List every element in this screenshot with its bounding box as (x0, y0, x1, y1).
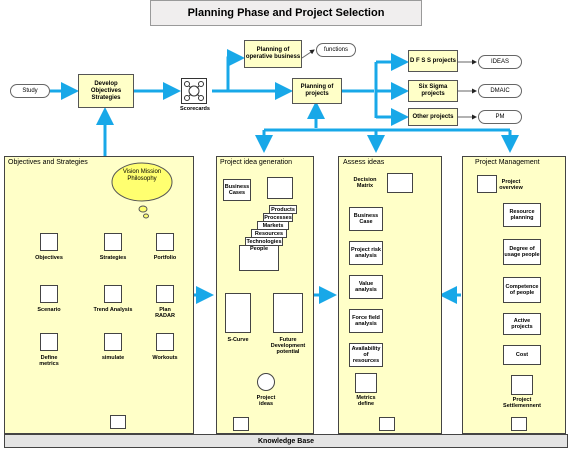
database-icon (511, 417, 527, 431)
other-projects-box: Other projects (408, 108, 458, 126)
objective-item-label: Scenario (37, 307, 61, 313)
scenario-icon (40, 285, 58, 303)
objective-item-label: simulate (101, 355, 125, 361)
matrix-icon (387, 173, 413, 193)
project-management-panel: Project Management Project overview Reso… (462, 156, 566, 434)
scorecards-icon (181, 78, 207, 104)
target-icon (40, 233, 58, 251)
future-label: Future Development potential (270, 337, 306, 355)
objective-item-label: Trend Analysis (93, 307, 133, 313)
s-curve-icon (225, 293, 251, 333)
objective-item-label: Objectives (35, 255, 63, 261)
dfss-box: D F S S projects (408, 50, 458, 72)
assess-item: Project risk analysis (349, 241, 383, 265)
business-cases-box: Business Cases (223, 179, 251, 201)
metrics-define-label: Metrics define (356, 395, 376, 407)
objective-item-label: Define metrics (39, 355, 59, 367)
radar-icon (156, 285, 174, 303)
trend-icon (104, 285, 122, 303)
pm-item: Active projects (503, 313, 541, 335)
stack-card: People (239, 245, 279, 271)
pm-panel-title: Project Management (475, 159, 540, 166)
metrics-define-icon (355, 373, 377, 393)
pm-item: Competence of people (503, 277, 541, 303)
functions-node: functions (316, 43, 356, 57)
ideas-node: IDEAS (478, 55, 522, 69)
thought-cloud-shape (111, 162, 173, 219)
study-node: Study (10, 84, 50, 98)
simulate-icon (104, 333, 122, 351)
workouts-icon (156, 333, 174, 351)
planning-projects-box: Planning of projects (292, 78, 342, 104)
knowledge-base-bar: Knowledge Base (4, 434, 568, 448)
objective-item-label: Portfolio (153, 255, 177, 261)
objectives-panel-title: Objectives and Strategies (8, 159, 88, 166)
database-icon (233, 417, 249, 431)
develop-objectives-box: Develop Objectives Strategies (78, 74, 134, 108)
objectives-panel: Objectives and Strategies Vision Mission… (4, 156, 194, 434)
objective-item-label: Strategies (99, 255, 127, 261)
lightbulb-icon (257, 373, 275, 391)
assess-item: Availability of resources (349, 343, 383, 367)
database-icon (379, 417, 395, 431)
idea-panel-title: Project idea generation (220, 159, 292, 166)
assess-item: Force field analysis (349, 309, 383, 333)
pm-item: Cost (503, 345, 541, 365)
overview-label: Project overview (499, 179, 523, 191)
database-icon (110, 415, 126, 429)
planning-operative-box: Planning of operative business (244, 40, 302, 68)
metrics-icon (40, 333, 58, 351)
pm-node: PM (478, 110, 522, 124)
assess-panel-title: Assess ideas (343, 159, 385, 166)
pm-item: Resource planning (503, 203, 541, 227)
cloud-text: Vision Mission Philosophy (122, 169, 162, 182)
dmaic-node: DMAIC (478, 84, 522, 98)
pm-item: Degree of usage people (503, 239, 541, 265)
decision-matrix-label: Decision Matrix (353, 177, 377, 189)
scorecards-label: Scorecards (180, 106, 210, 112)
s-curve-label: S-Curve (227, 337, 249, 343)
objective-item-label: Workouts (152, 355, 178, 361)
future-chart-icon (273, 293, 303, 333)
assess-item: Value analysis (349, 275, 383, 299)
idea-generation-panel: Project idea generation Business Cases P… (216, 156, 314, 434)
objective-item-label: Plan RADAR (155, 307, 175, 319)
diagram-title: Planning Phase and Project Selection (150, 0, 422, 26)
project-ideas-label: Project ideas (256, 395, 276, 407)
overview-icon (477, 175, 497, 193)
six-sigma-box: Six Sigma projects (408, 80, 458, 102)
settlement-label: Project Settlemennent (503, 397, 541, 409)
business-icon (267, 177, 293, 199)
assess-item: Business Case (349, 207, 383, 231)
settlement-icon (511, 375, 533, 395)
assess-panel: Assess ideas Decision Matrix Business Ca… (338, 156, 442, 434)
portfolio-icon (156, 233, 174, 251)
strategies-icon (104, 233, 122, 251)
